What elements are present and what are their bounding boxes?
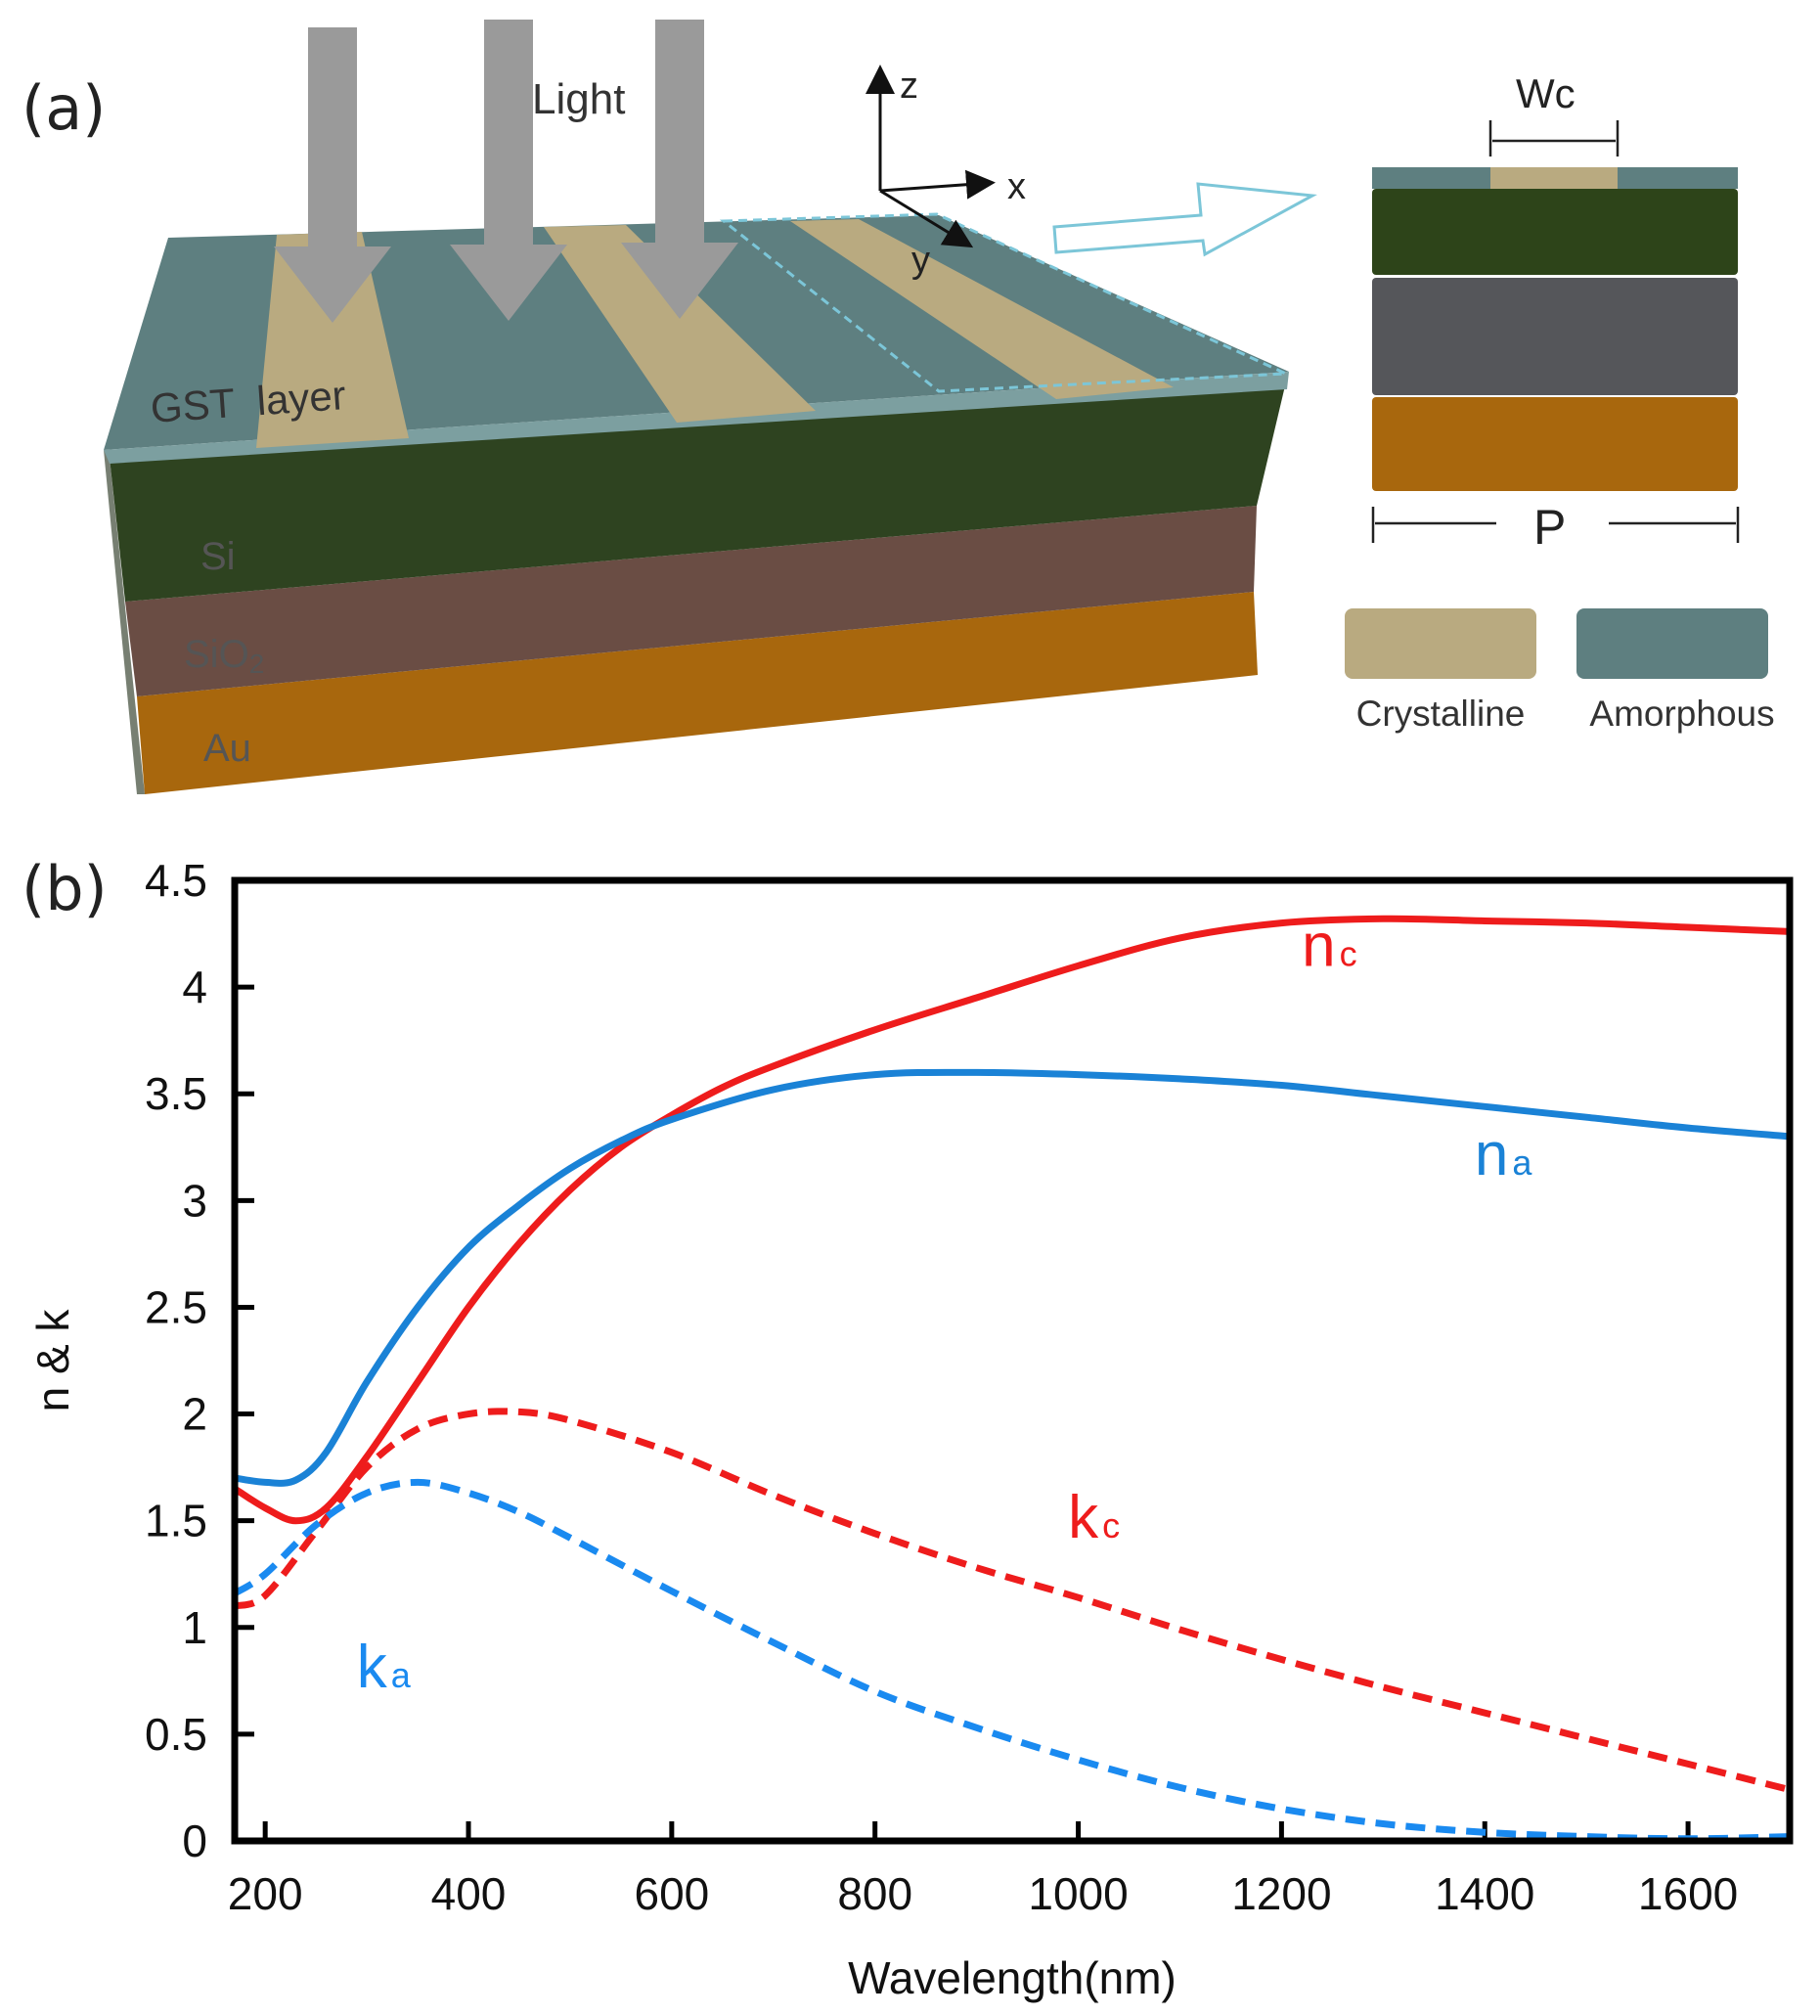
x-tick-label: 400	[431, 1868, 507, 1919]
y-tick-label: 4	[182, 962, 207, 1012]
p-label: P	[1533, 500, 1566, 555]
x-tick-label: 1400	[1435, 1868, 1534, 1919]
sio2-layer	[125, 506, 1257, 696]
y-tick-label: 3.5	[145, 1068, 207, 1119]
y-tick-label: 3	[182, 1175, 207, 1226]
light-arrow-icon	[621, 20, 738, 319]
chart: 200 400 600 800 1000 1200 1400 1600 0 0.5 1 1.5 2 2.5…	[27, 855, 1794, 2003]
plot-frame	[231, 876, 1794, 1845]
material-legend: Crystalline Amorphous	[1345, 608, 1775, 734]
cross-section-au	[1372, 397, 1738, 491]
y-tick-label: 0.5	[145, 1709, 207, 1760]
series-na-line	[234, 1068, 1791, 1487]
x-axis-label: x	[1007, 166, 1026, 207]
si-layer	[110, 378, 1287, 602]
crystalline-stripe	[256, 232, 409, 448]
wc-label: Wc	[1516, 70, 1576, 116]
light-arrow-icon	[274, 27, 391, 323]
amorphous-swatch	[1576, 608, 1768, 679]
y-tick-label: 1	[182, 1602, 207, 1653]
sio2-base-text: SiO	[184, 633, 249, 676]
au-layer-label: Au	[203, 727, 251, 770]
sio2-layer-label: SiO2	[184, 633, 264, 679]
crystalline-swatch	[1345, 608, 1536, 679]
si-layer-label: Si	[200, 535, 236, 578]
crystalline-stripe	[790, 219, 1174, 399]
sio2-subscript: 2	[249, 649, 265, 679]
y-tick-label: 2.5	[145, 1281, 207, 1332]
x-tick-label: 1000	[1028, 1868, 1128, 1919]
y-tick-label: 4.5	[145, 855, 207, 906]
light-arrows: Light	[274, 20, 738, 323]
y-axis-title: n & k	[27, 1309, 78, 1412]
series-layer	[233, 915, 1791, 1843]
zoom-arrow-icon	[1052, 182, 1317, 257]
panel-b: (b) 200 400 600 800 1000 1200 1400 1600 0 0.5 1 1.5…	[22, 853, 1794, 2003]
cross-section-crystalline	[1490, 167, 1618, 189]
cross-section-si	[1372, 189, 1738, 275]
x-axis-title: Wavelength(nm)	[848, 1952, 1176, 2003]
crystalline-stripe	[544, 225, 816, 423]
series-nc-line	[233, 915, 1791, 1525]
au-layer	[137, 592, 1258, 794]
x-tick-label: 1200	[1231, 1868, 1331, 1919]
y-tick-label: 0	[182, 1815, 207, 1866]
x-tick-label: 200	[228, 1868, 303, 1919]
y-axis-label: y	[911, 240, 930, 281]
y-tick-label: 2	[182, 1389, 207, 1440]
x-tick-label: 600	[634, 1868, 709, 1919]
panel-a: (a) GST layer Si SiO2	[22, 20, 1775, 794]
series-kc-line	[233, 1408, 1791, 1793]
cross-section-sio2	[1372, 278, 1738, 395]
crystalline-label: Crystalline	[1356, 694, 1526, 734]
coordinate-axes: z x y	[866, 65, 1026, 281]
cross-section: Wc P	[1371, 70, 1740, 555]
x-tick-label: 1600	[1638, 1868, 1738, 1919]
y-tick-label: 1.5	[145, 1496, 207, 1546]
series-ka-line	[233, 1478, 1791, 1843]
tick-group: 200 400 600 800 1000 1200 1400 1600 0 0.5 1 1.5 2 2.5…	[145, 855, 1738, 1919]
amorphous-label: Amorphous	[1589, 694, 1774, 734]
slab-left-side	[104, 450, 145, 794]
z-axis-label: z	[900, 66, 918, 107]
x-tick-label: 800	[837, 1868, 912, 1919]
panel-a-label: (a)	[22, 72, 106, 144]
light-label: Light	[532, 75, 625, 123]
panel-b-label: (b)	[22, 853, 108, 924]
light-arrow-icon	[450, 20, 567, 321]
slab-3d: GST layer Si SiO2 Au	[104, 212, 1289, 794]
